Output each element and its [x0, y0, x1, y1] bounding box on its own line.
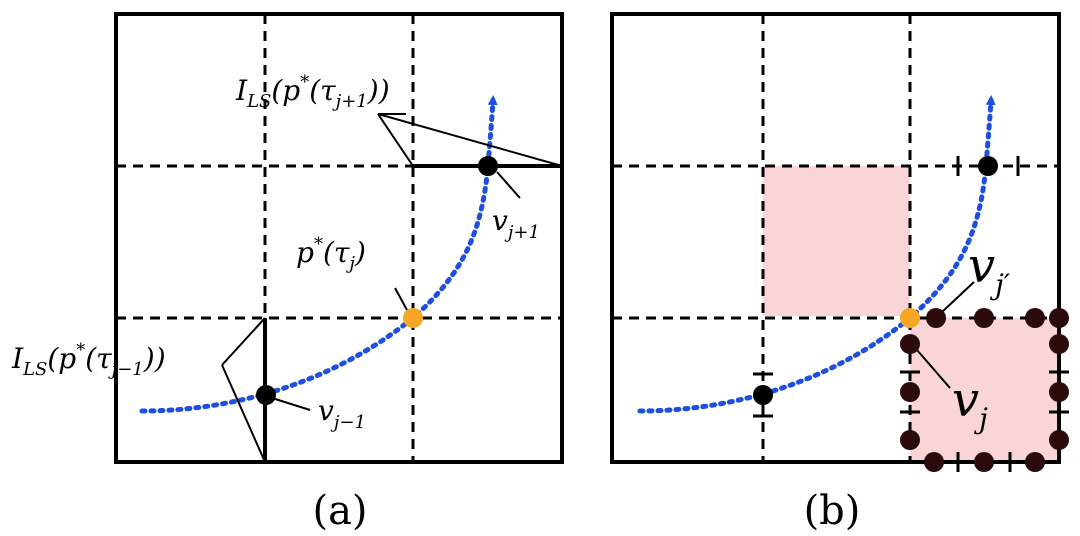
panel-a-point-p-star [403, 308, 423, 328]
panel-a-label-v-upper: vj+1 [492, 204, 540, 243]
panel-b-point-left [753, 385, 773, 405]
panel-b-highlight-lower [910, 318, 1059, 462]
panel-b-label-v-jprime: vj′ [968, 238, 1011, 301]
panel-b-cell-vertices [900, 308, 1069, 472]
panel-a: ILS(p*(τj+1)) ILS(p*(τj−1)) p*(τj) vj+1 … [11, 12, 564, 534]
panel-a-callouts [221, 113, 563, 463]
panel-b-highlight-upper [763, 166, 910, 316]
panel-b-grid [612, 14, 1059, 462]
panel-b-ticks [753, 156, 1069, 472]
panel-b-trajectory [637, 95, 996, 414]
panel-b-callouts [916, 281, 975, 389]
panel-a-point-v-lower [256, 385, 276, 405]
panel-a-label-interval-upper: ILS(p*(τj+1)) [235, 72, 390, 112]
panel-b-border [610, 12, 1061, 464]
panel-a-label-interval-lower: ILS(p*(τj−1)) [11, 340, 166, 380]
panel-a-label-v-lower: vj−1 [318, 394, 366, 433]
panel-b-label-v-j: vj [952, 372, 988, 435]
panel-a-caption: (a) [312, 488, 367, 534]
panel-a-grid [116, 14, 562, 462]
panel-a-point-v-upper [478, 156, 498, 176]
panel-b-point-intersection [900, 308, 920, 328]
panel-b: vj′ vj (b) [610, 12, 1069, 534]
panel-b-point-upper [978, 156, 998, 176]
panel-a-trajectory [139, 95, 498, 414]
panel-b-caption: (b) [804, 488, 861, 534]
panel-a-border [114, 12, 564, 464]
panel-a-label-p-star: p*(τj) [296, 234, 366, 274]
